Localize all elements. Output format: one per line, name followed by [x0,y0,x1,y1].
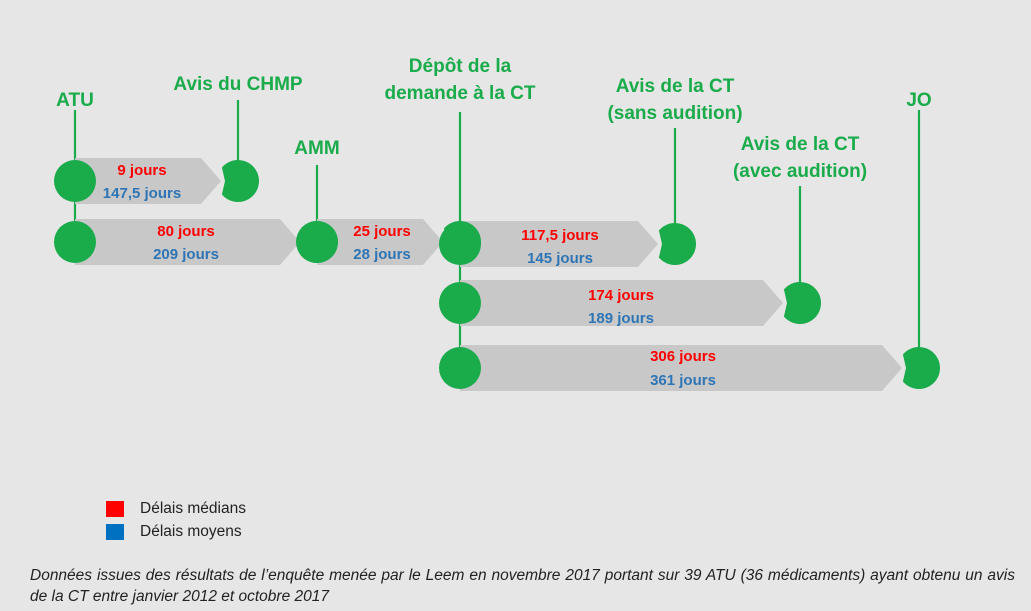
mean-label-atu-amm: 209 jours [153,246,219,263]
legend: Délais médians Délais moyens [106,497,246,543]
stage-label-atu: ATU [56,90,94,111]
node-end-ct_avec [783,282,822,324]
arrow-depot-jo [460,345,902,391]
legend-label-median: Délais médians [140,499,246,517]
legend-label-mean: Délais moyens [140,522,242,540]
median-label-depot-ct_avec: 174 jours [588,287,654,304]
stage-label-ct_sans-line2: (sans audition) [607,103,742,124]
stage-label-jo: JO [906,90,931,111]
node-end-chmp [221,159,259,202]
arrow-depot-ct_avec [460,280,783,326]
node-start-atu-amm [54,221,96,263]
mean-label-amm-depot: 28 jours [353,246,411,263]
node-start-amm-depot [296,221,338,263]
stage-label-chmp: Avis du CHMP [173,74,302,95]
median-label-depot-ct_sans: 117,5 jours [521,227,599,244]
stage-label-amm: AMM [294,138,339,159]
node-end-jo [902,347,940,389]
median-label-depot-jo: 306 jours [650,348,716,365]
arrow-atu-amm [75,219,300,265]
duration-arrows [75,158,902,391]
legend-swatch-median [106,500,124,517]
stage-label-depot-line1: Dépôt de la [409,56,512,77]
mean-label-atu-chmp: 147,5 jours [103,185,181,202]
stage-nodes [54,159,940,389]
legend-swatch-mean [106,523,124,540]
arrow-amm-depot [317,219,443,265]
median-label-atu-amm: 80 jours [157,223,215,240]
arrow-atu-chmp [75,158,221,204]
footnote: Données issues des résultats de l’enquêt… [30,567,1015,605]
node-start-depot-ct_sans [439,223,481,265]
legend-item-median: Délais médians [106,497,246,520]
stage-label-ct_avec-line1: Avis de la CT [741,134,860,155]
node-start-depot-ct_avec [439,282,481,324]
node-end-ct_sans [658,223,697,265]
mean-label-depot-jo: 361 jours [650,372,716,389]
arrow-depot-ct_sans [460,221,658,267]
stage-labels: ATU Avis du CHMP AMM Dépôt de la demande à l… [56,56,932,182]
node-start-depot-jo [439,347,481,389]
mean-label-depot-ct_sans: 145 jours [527,250,593,267]
legend-item-mean: Délais moyens [106,520,246,543]
median-label-amm-depot: 25 jours [353,223,411,240]
duration-labels: 9 jours 147,5 jours 80 jours 209 jours 25 jo… [103,162,716,389]
stage-label-ct_sans-line1: Avis de la CT [616,76,735,97]
median-label-atu-chmp: 9 jours [117,162,166,179]
stage-label-ct_avec-line2: (avec audition) [733,161,867,182]
mean-label-depot-ct_avec: 189 jours [588,310,654,327]
stage-label-depot-line2: demande à la CT [385,83,536,104]
node-start-atu-chmp [54,160,96,202]
